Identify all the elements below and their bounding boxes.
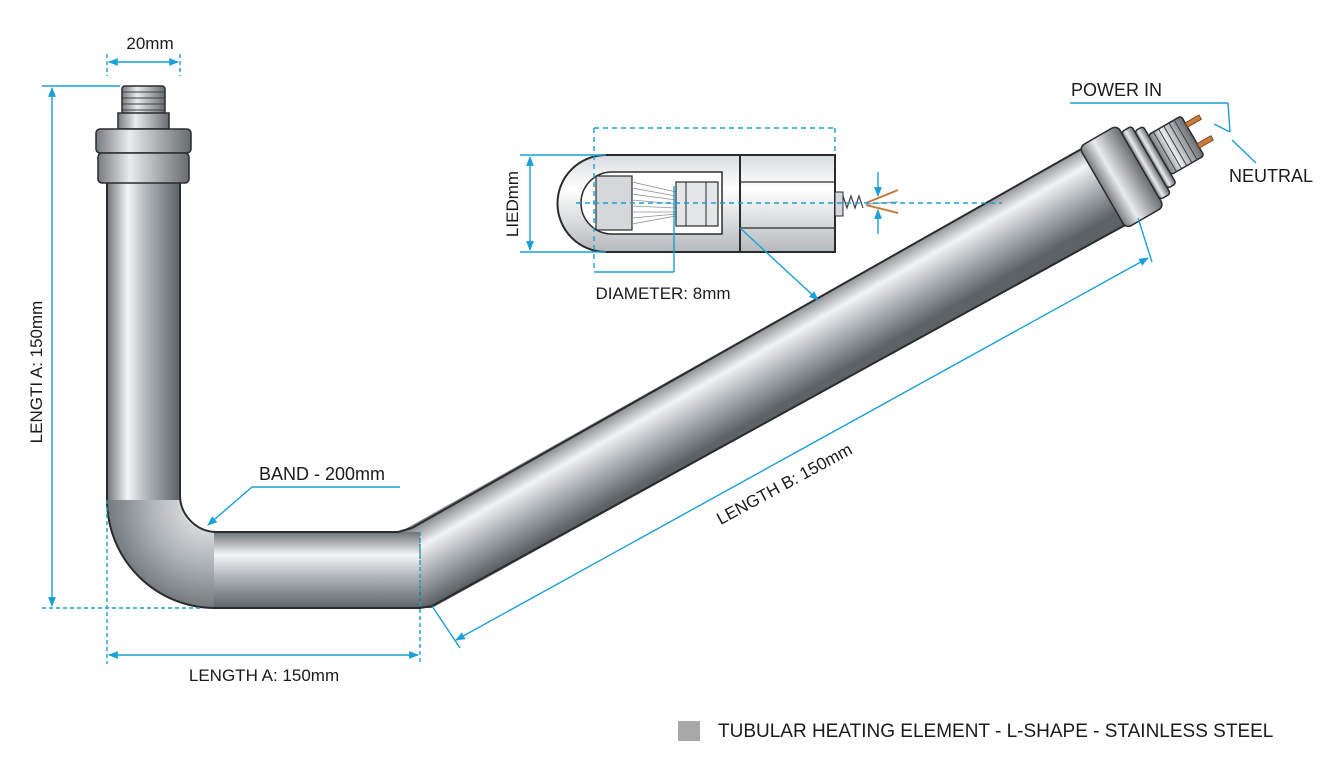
- detail-diameter-label: DIAMETER: 8mm: [595, 284, 730, 303]
- diagonal-length-label: LENGTH B: 150mm: [713, 440, 855, 529]
- caption-title: TUBULAR HEATING ELEMENT - L-SHAPE - STAI…: [718, 721, 1273, 742]
- detail-wire-bottom: [865, 204, 899, 214]
- top-fitting: [95, 85, 192, 184]
- bend-section: [107, 500, 215, 608]
- bend-label: BAND - 200mm: [259, 464, 385, 484]
- bend-leader: [207, 486, 253, 526]
- detail-core: [675, 181, 719, 227]
- vertical-length-label: LENGTI A: 150mm: [27, 301, 46, 444]
- fitting-collar: [95, 128, 192, 154]
- terminal-pin-top: [1184, 114, 1202, 128]
- dim-diagonal-length: [455, 257, 1149, 641]
- neutral-leader: [1231, 139, 1257, 164]
- detail-height-label: LIEDmm: [503, 171, 522, 237]
- vertical-leg: [107, 170, 180, 500]
- caption-swatch: [678, 721, 700, 741]
- horizontal-leg: [214, 532, 420, 608]
- fitting-width-label: 20mm: [126, 34, 173, 53]
- power-in-label: POWER IN: [1071, 80, 1162, 100]
- terminal-pin-bottom: [1196, 135, 1214, 149]
- detail-wire-top: [865, 189, 899, 204]
- dimension-lines: [42, 54, 1257, 664]
- neutral-label: NEUTRAL: [1229, 166, 1313, 186]
- detail-spring: [842, 194, 864, 210]
- detail-leader: [739, 227, 819, 301]
- horizontal-length-label: LENGTH A: 150mm: [189, 666, 339, 685]
- power-end-fitting: [1080, 114, 1214, 228]
